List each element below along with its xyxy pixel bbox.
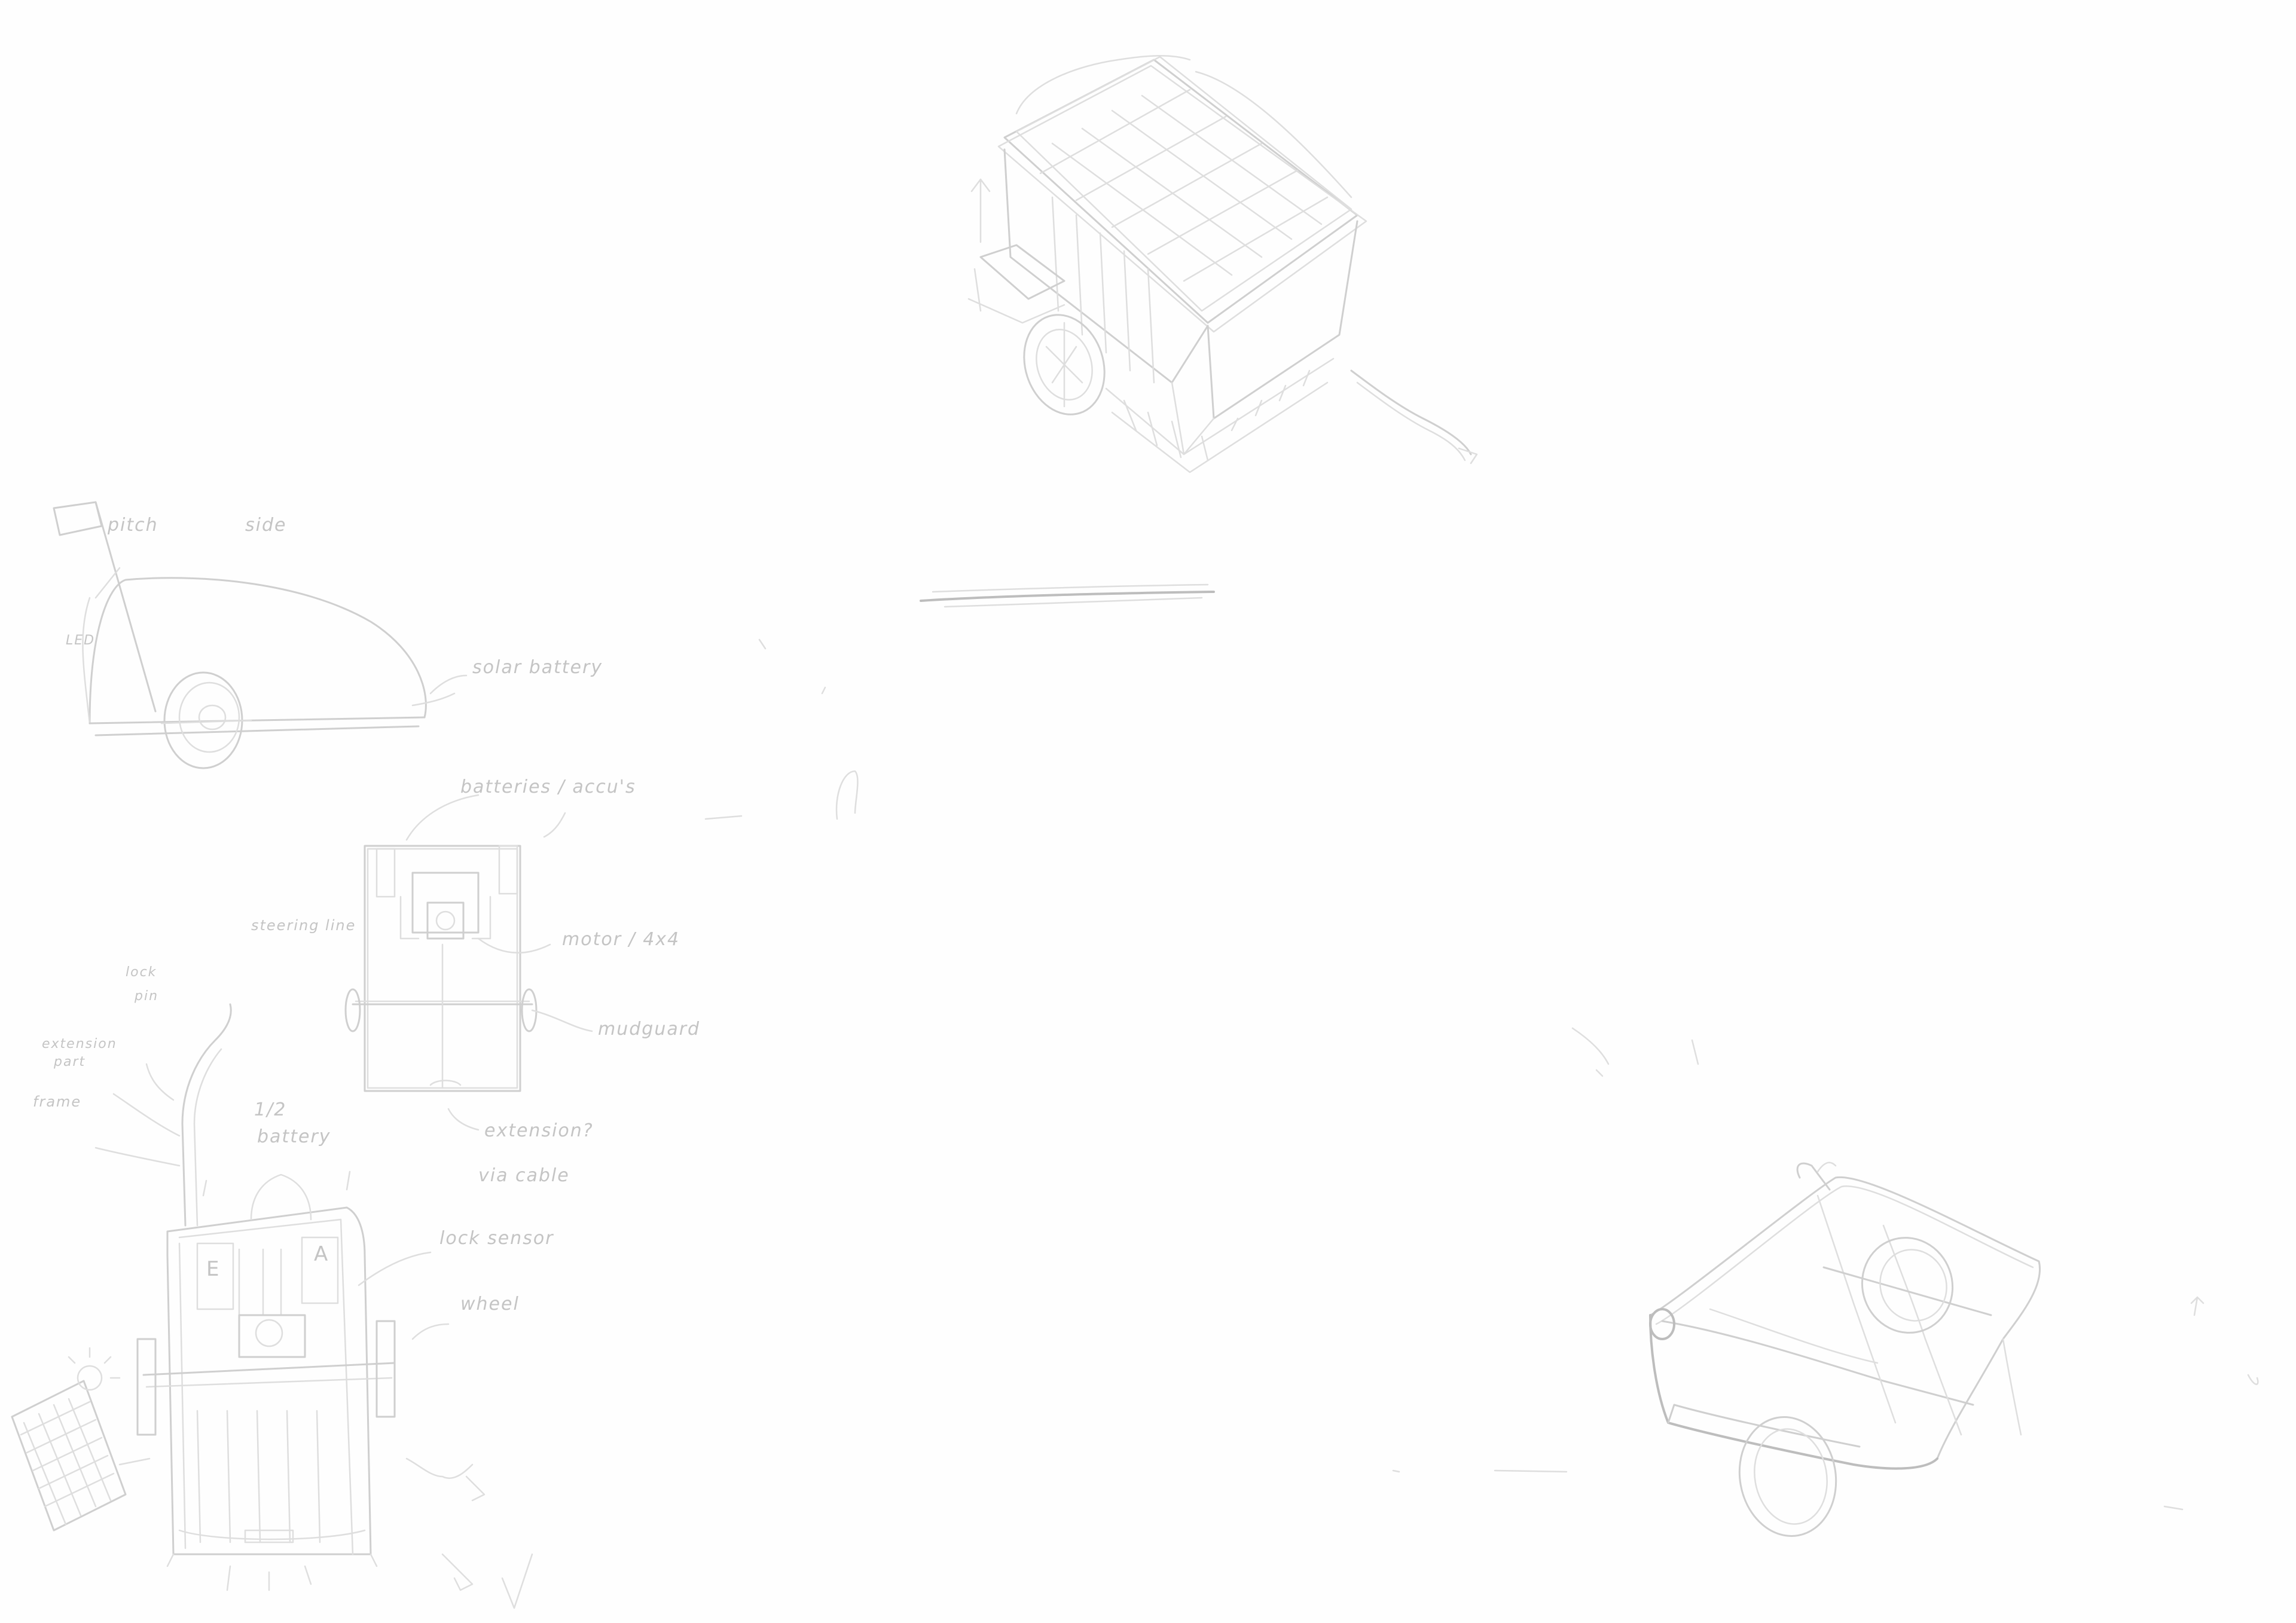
annotation-steering-line: steering line	[251, 917, 356, 934]
stray-marks	[704, 638, 1699, 1077]
annotation-frame: frame	[33, 1093, 82, 1110]
annotation-batteries-accus: batteries / accu's	[460, 777, 636, 797]
annotation-flag: pitch	[108, 515, 158, 536]
trailer-top-view-sketch	[344, 794, 593, 1131]
annotation-rear-light: LED	[66, 633, 96, 648]
annotation-extension-1: extension	[42, 1037, 117, 1052]
trailer-side-view-sketch	[53, 501, 468, 769]
annotation-wheel: wheel	[460, 1294, 520, 1315]
annotation-motor: motor / 4x4	[562, 929, 680, 950]
annotation-via-cable: via cable	[478, 1165, 570, 1186]
annotation-side-title: side	[245, 515, 287, 536]
annotation-half: 1/2	[254, 1099, 287, 1120]
annotation-lock-sensor: lock sensor	[439, 1228, 554, 1249]
trailer-isometric-sketch	[967, 55, 1478, 473]
trailer-top-view-large-sketch	[94, 1003, 533, 1609]
annotation-battery: battery	[257, 1126, 331, 1147]
solar-panel-sketch	[11, 1347, 151, 1532]
frame-perspective-sketch	[1392, 1162, 2259, 1537]
label-a: A	[314, 1242, 329, 1266]
annotation-mudguard: mudguard	[598, 1019, 701, 1040]
annotation-solar-battery: solar battery	[472, 657, 603, 678]
annotation-lock-pin: pin	[135, 989, 159, 1004]
annotation-extension: extension?	[484, 1120, 594, 1141]
annotation-lock: lock	[126, 965, 157, 980]
annotation-extension-2: part	[54, 1055, 86, 1069]
label-e: E	[206, 1257, 221, 1281]
ground-lines	[920, 583, 1215, 608]
